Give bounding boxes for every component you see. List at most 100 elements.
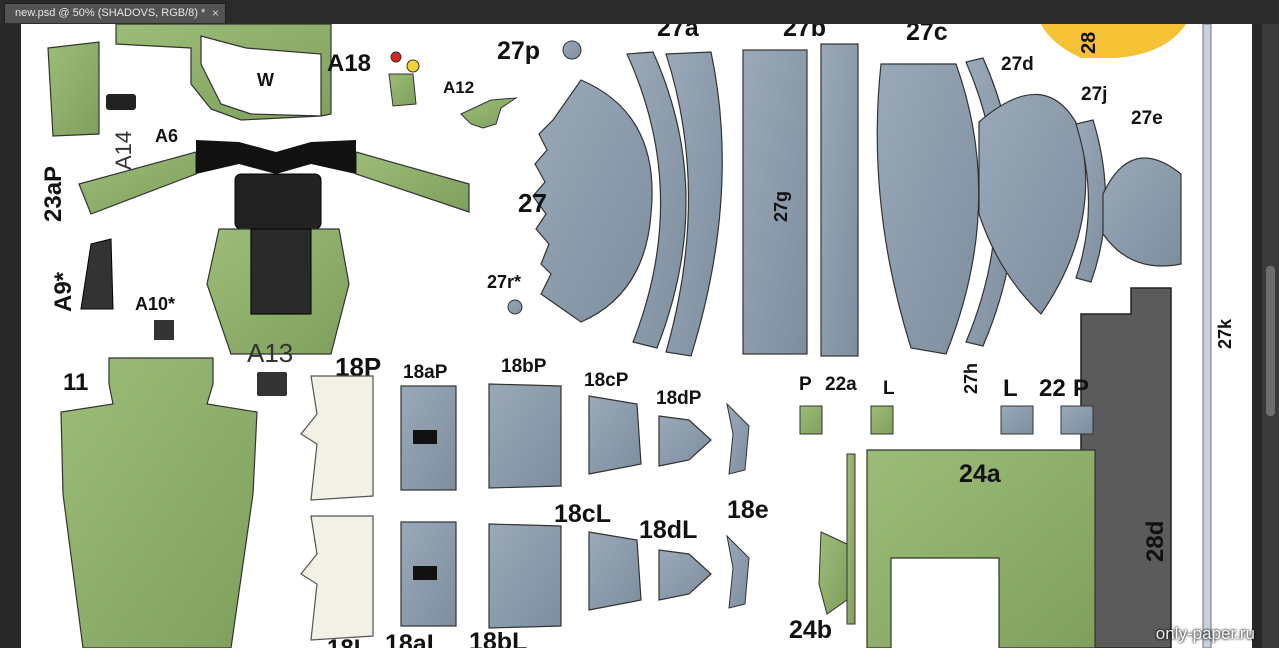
label-A10: A10*	[135, 294, 175, 314]
label-A18: A18	[327, 50, 371, 77]
part-18cP-shape	[588, 395, 642, 475]
label-18e: 18e	[727, 496, 769, 524]
part-18cL-shape	[588, 531, 642, 611]
document-canvas[interactable]: 28 27k 28d W 23aP A18 A12 A14 A6	[21, 24, 1252, 648]
part-27r-disc	[507, 299, 523, 315]
label-A9: A9*	[50, 271, 77, 312]
label-18L: 18L	[327, 635, 368, 648]
label-18cL: 18cL	[554, 500, 611, 528]
label-L-right: L	[1003, 375, 1018, 402]
part-27g-strip	[742, 49, 808, 355]
label-18aL: 18aL	[385, 630, 442, 648]
part-27e-sector	[1102, 157, 1182, 267]
close-icon[interactable]: ×	[211, 6, 219, 20]
label-27: 27	[518, 188, 547, 218]
label-P-right: P	[1073, 375, 1089, 402]
part-top-frame	[115, 24, 332, 121]
part-A14-shape	[106, 94, 136, 110]
label-22: 22	[1039, 375, 1066, 402]
label-18dL: 18dL	[639, 516, 697, 544]
label-A6: A6	[155, 126, 178, 146]
label-18aP: 18aP	[403, 362, 448, 383]
part-A6-black-frame	[196, 140, 356, 174]
label-27p: 27p	[497, 37, 540, 65]
label-18cP: 18cP	[584, 370, 629, 391]
document-tab-bar: new.psd @ 50% (SHADOVS, RGB/8) * ×	[0, 0, 1279, 25]
document-tab-title: new.psd @ 50% (SHADOVS, RGB/8) *	[15, 7, 206, 19]
label-28d: 28d	[1142, 521, 1169, 562]
part-18aP-hatch	[413, 430, 437, 444]
label-27c: 27c	[906, 24, 948, 46]
label-27g: 27g	[771, 191, 791, 222]
label-18bP: 18bP	[501, 356, 547, 377]
part-A6-right-wing	[355, 151, 470, 213]
part-18bL-shape	[488, 523, 562, 629]
part-27a-curve	[665, 51, 723, 357]
label-A13: A13	[247, 338, 293, 368]
part-22-L	[1000, 405, 1034, 435]
label-27a: 27a	[657, 24, 700, 42]
label-11: 11	[63, 369, 88, 396]
part-A18-red-dot	[390, 51, 402, 63]
label-27r: 27r*	[487, 272, 521, 292]
part-instrument-panel	[234, 173, 322, 230]
label-A12: A12	[443, 78, 474, 97]
part-18e-shape	[726, 534, 750, 609]
part-18e-top-shape	[726, 402, 750, 475]
part-24a-panel	[866, 449, 1096, 648]
part-27k-strip	[1202, 24, 1212, 648]
watermark: only-paper.ru	[1155, 624, 1255, 643]
label-L-left: L	[883, 378, 895, 399]
part-22a-P	[799, 405, 823, 435]
part-A10-shape	[154, 320, 174, 340]
part-27-fan	[532, 79, 653, 323]
label-23aP: 23aP	[40, 166, 67, 222]
part-27c-curve	[876, 63, 980, 355]
part-18dP-shape	[658, 415, 712, 467]
label-24b: 24b	[789, 616, 832, 644]
part-22a-L	[870, 405, 894, 435]
part-24b-shape	[818, 531, 848, 615]
part-cockpit-gauges	[250, 228, 312, 315]
part-A12-shape	[460, 97, 518, 129]
part-18P-shape	[300, 375, 374, 501]
label-18dP: 18dP	[656, 388, 702, 409]
part-18bP-shape	[488, 383, 562, 489]
part-18aL-hatch	[413, 566, 437, 580]
part-27d-sector	[978, 93, 1087, 315]
part-left-panel	[47, 41, 100, 137]
label-27d: 27d	[1001, 54, 1034, 75]
part-27j-strip	[1075, 119, 1107, 283]
part-27a-strip	[626, 51, 687, 349]
label-27b: 27b	[783, 24, 826, 42]
label-A14: A14	[111, 131, 136, 170]
part-A9-shape	[80, 238, 114, 310]
label-22a: 22a	[825, 374, 857, 395]
part-27b-strip	[820, 43, 859, 357]
label-27e: 27e	[1131, 108, 1163, 129]
label-18bL: 18bL	[469, 628, 527, 648]
vertical-scrollbar[interactable]	[1262, 24, 1279, 648]
label-27j: 27j	[1081, 84, 1107, 105]
part-18L-shape	[300, 515, 374, 641]
part-A18-shape	[388, 73, 417, 107]
label-P-left: P	[799, 374, 812, 395]
label-24a: 24a	[959, 460, 1002, 488]
label-27k: 27k	[1215, 318, 1235, 349]
label-27h: 27h	[961, 363, 981, 394]
canvas-area: 28 27k 28d W 23aP A18 A12 A14 A6	[0, 24, 1262, 648]
part-11-fuselage	[60, 357, 258, 648]
part-22-P	[1060, 405, 1094, 435]
part-A6-left-wing	[78, 151, 197, 215]
scrollbar-thumb[interactable]	[1266, 266, 1275, 416]
part-18dL-shape	[658, 549, 712, 601]
part-24a-strip	[846, 453, 856, 625]
part-28-shape	[1041, 24, 1186, 58]
document-tab[interactable]: new.psd @ 50% (SHADOVS, RGB/8) * ×	[4, 3, 226, 23]
paper-model-sheet: 28 27k 28d W 23aP A18 A12 A14 A6	[40, 24, 1235, 648]
part-A13-shape	[257, 372, 287, 396]
label-w: W	[257, 70, 274, 90]
part-28d-shape	[1080, 287, 1172, 648]
label-28: 28	[1078, 32, 1100, 54]
part-27p-disc	[562, 40, 582, 60]
